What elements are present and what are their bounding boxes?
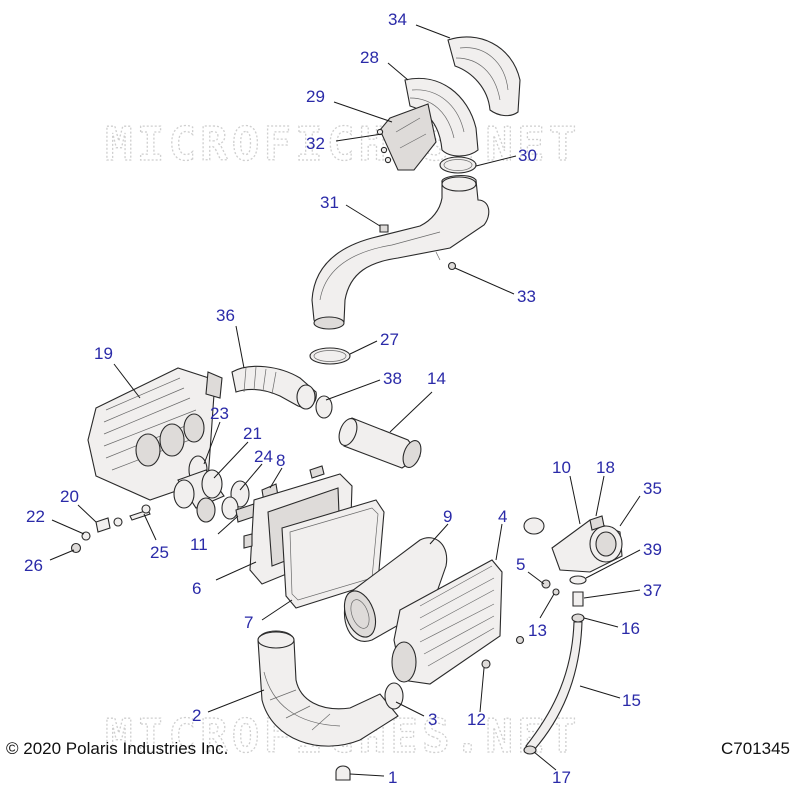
callout-1[interactable]: 1 xyxy=(388,768,397,787)
part-25-bolt[interactable] xyxy=(129,504,151,521)
callout-11[interactable]: 11 xyxy=(190,535,208,554)
part-18-clamp[interactable] xyxy=(589,515,605,531)
part-17-clamp[interactable] xyxy=(523,745,537,755)
callout-34[interactable]: 34 xyxy=(388,10,407,29)
callout-30[interactable]: 30 xyxy=(518,146,537,165)
copyright-notice: © 2020 Polaris Industries Inc. xyxy=(6,739,229,758)
callout-31[interactable]: 31 xyxy=(320,193,339,212)
callout-labels: 34 28 29 32 30 31 33 36 27 19 38 14 23 2… xyxy=(24,10,662,787)
part-intake-tube-upper[interactable] xyxy=(311,174,490,330)
callout-20[interactable]: 20 xyxy=(60,487,79,506)
callout-17[interactable]: 17 xyxy=(552,768,571,787)
callout-8[interactable]: 8 xyxy=(276,451,285,470)
part-34-duct-cover[interactable] xyxy=(447,36,521,117)
callout-13[interactable]: 13 xyxy=(528,621,547,640)
part-1-plug[interactable] xyxy=(335,765,351,781)
part-31-fitting[interactable] xyxy=(379,224,389,233)
part-14-filter-tube[interactable] xyxy=(336,416,425,470)
callout-12[interactable]: 12 xyxy=(467,710,486,729)
part-38-clamp[interactable] xyxy=(315,395,333,419)
callout-7[interactable]: 7 xyxy=(244,613,253,632)
callout-15[interactable]: 15 xyxy=(622,691,641,710)
part-20-spacer[interactable] xyxy=(95,517,123,533)
part-21-coupler[interactable] xyxy=(173,469,225,523)
part-12-bolt[interactable] xyxy=(481,635,525,669)
callout-23[interactable]: 23 xyxy=(210,404,229,423)
leader-lines xyxy=(49,24,641,777)
callout-5[interactable]: 5 xyxy=(516,555,525,574)
part-32-screws[interactable] xyxy=(376,128,392,164)
callout-9[interactable]: 9 xyxy=(443,507,452,526)
callout-25[interactable]: 25 xyxy=(150,543,169,562)
callout-16[interactable]: 16 xyxy=(621,619,640,638)
part-19-airbox-lid[interactable] xyxy=(87,367,223,501)
part-27-clamp[interactable] xyxy=(309,347,351,365)
part-4-airbox-housing[interactable] xyxy=(391,559,503,685)
part-37-fitting[interactable] xyxy=(572,591,584,607)
part-33-fitting[interactable] xyxy=(447,261,457,271)
part-26-nut[interactable] xyxy=(70,542,82,554)
part-39-grommet[interactable] xyxy=(569,575,587,585)
part-28-duct-elbow[interactable] xyxy=(404,78,479,157)
callout-29[interactable]: 29 xyxy=(306,87,325,106)
callout-22[interactable]: 22 xyxy=(26,507,45,526)
callout-24[interactable]: 24 xyxy=(254,447,273,466)
part-5-grommet[interactable] xyxy=(541,579,551,589)
part-24-clamp[interactable] xyxy=(221,480,250,520)
part-13-clip[interactable] xyxy=(552,588,560,596)
part-30-clamp[interactable] xyxy=(439,156,477,174)
part-16-clamp[interactable] xyxy=(571,613,585,623)
callout-14[interactable]: 14 xyxy=(427,369,446,388)
drawing-number: C701345 xyxy=(720,739,790,758)
callout-2[interactable]: 2 xyxy=(192,706,201,725)
callout-4[interactable]: 4 xyxy=(498,507,507,526)
part-35-coupler[interactable] xyxy=(551,519,623,573)
callout-39[interactable]: 39 xyxy=(643,540,662,559)
callout-10[interactable]: 10 xyxy=(552,458,571,477)
callout-28[interactable]: 28 xyxy=(360,48,379,67)
callout-6[interactable]: 6 xyxy=(192,579,201,598)
callout-27[interactable]: 27 xyxy=(380,330,399,349)
callout-36[interactable]: 36 xyxy=(216,306,235,325)
callout-32[interactable]: 32 xyxy=(306,134,325,153)
callout-26[interactable]: 26 xyxy=(24,556,43,575)
callout-21[interactable]: 21 xyxy=(243,424,262,443)
part-36-bellows-duct[interactable] xyxy=(231,365,317,410)
watermark-top: MICROFICHES.NET xyxy=(105,117,580,171)
callout-37[interactable]: 37 xyxy=(643,581,662,600)
callout-33[interactable]: 33 xyxy=(517,287,536,306)
part-2-lower-duct[interactable] xyxy=(257,630,399,747)
callout-38[interactable]: 38 xyxy=(383,369,402,388)
callout-3[interactable]: 3 xyxy=(428,710,437,729)
callout-19[interactable]: 19 xyxy=(94,344,113,363)
part-3-clamp[interactable] xyxy=(384,682,404,710)
part-10-clamp[interactable] xyxy=(523,517,545,535)
callout-35[interactable]: 35 xyxy=(643,479,662,498)
callout-18[interactable]: 18 xyxy=(596,458,615,477)
